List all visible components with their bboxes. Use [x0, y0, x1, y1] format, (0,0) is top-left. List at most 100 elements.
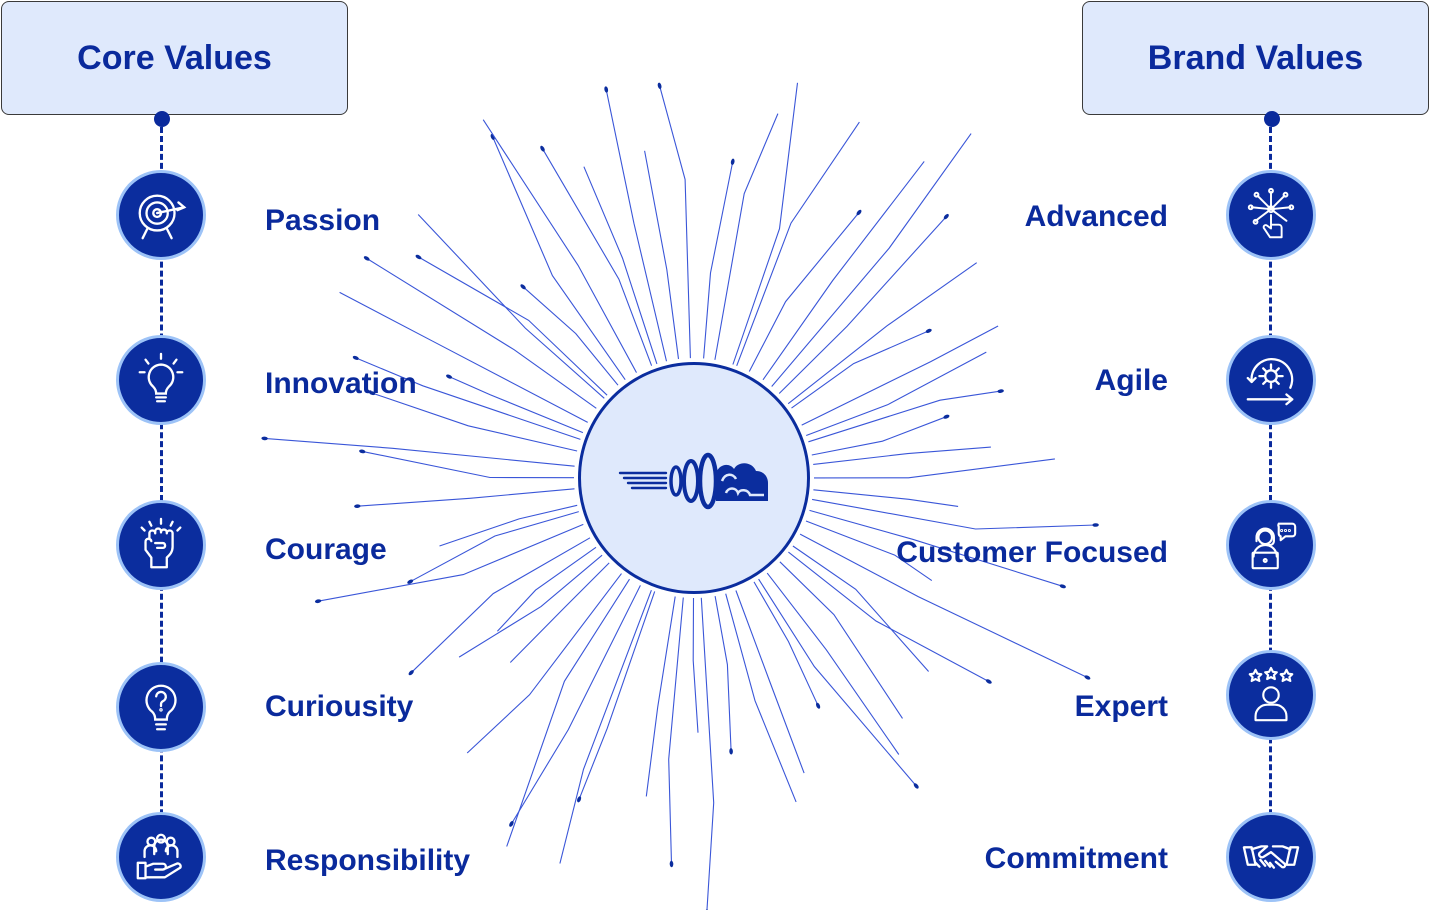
- central-hub: [578, 362, 810, 594]
- core-item-courage: Courage: [265, 533, 387, 566]
- circuit-ray: [509, 562, 610, 663]
- brand-values-title: Brand Values: [1147, 38, 1364, 77]
- brand-item-advanced: Advanced: [1024, 200, 1168, 233]
- circuit-ray: [788, 551, 990, 682]
- circuit-node: [985, 679, 992, 684]
- circuit-ray: [766, 572, 900, 755]
- raised-fist-icon: [116, 500, 206, 590]
- circuit-ray: [801, 325, 999, 426]
- circuit-ray: [725, 593, 797, 803]
- circuit-node: [730, 158, 735, 165]
- circuit-ray: [510, 585, 641, 825]
- circuit-ray: [791, 330, 929, 409]
- circuit-ray: [372, 392, 578, 452]
- target-icon: [116, 170, 206, 260]
- rated-person-icon: [1226, 650, 1316, 740]
- circuit-node: [509, 821, 514, 827]
- core-item-innovation: Innovation: [265, 367, 417, 400]
- circuit-ray: [339, 291, 588, 423]
- hand-holding-people-icon: [116, 812, 206, 902]
- circuit-ray: [418, 256, 608, 396]
- circuit-ray: [813, 489, 959, 507]
- circuit-ray: [264, 437, 575, 467]
- core-item-passion: Passion: [265, 204, 381, 237]
- circuit-ray: [439, 504, 578, 547]
- circuit-ray: [496, 546, 597, 632]
- circuit-ray: [355, 357, 581, 440]
- lightbulb-icon: [116, 335, 206, 425]
- circuit-ray: [812, 498, 1096, 530]
- touch-network-icon: [1226, 170, 1316, 260]
- circuit-node: [1084, 675, 1091, 680]
- support-agent-icon: [1226, 500, 1316, 590]
- circuit-ray: [417, 214, 605, 399]
- circuit-node: [669, 860, 674, 868]
- circuit-node: [997, 389, 1004, 393]
- gear-cycle-icon: [1226, 335, 1316, 425]
- circuit-ray: [578, 591, 656, 800]
- core-values-title: Core Values: [77, 38, 272, 77]
- circuit-node: [925, 328, 932, 333]
- circuit-node: [520, 284, 526, 290]
- circuit-ray: [645, 596, 676, 797]
- circuit-ray: [792, 545, 930, 672]
- circuit-ray: [762, 161, 925, 381]
- circuit-ray: [506, 578, 630, 847]
- speed-cloud-logo-icon: [618, 452, 768, 510]
- circuit-ray: [362, 450, 575, 479]
- circuit-node: [657, 82, 662, 89]
- circuit-node: [943, 414, 950, 419]
- circuit-ray: [559, 590, 652, 864]
- brand-values-header: Brand Values: [1082, 1, 1429, 115]
- circuit-ray: [583, 166, 658, 365]
- circuit-ray: [482, 119, 637, 373]
- circuit-ray: [813, 446, 991, 465]
- circuit-ray: [644, 150, 680, 360]
- circuit-ray: [813, 458, 1055, 479]
- brand-item-agile: Agile: [1094, 364, 1168, 397]
- circuit-node: [913, 783, 919, 789]
- circuit-ray: [659, 85, 691, 359]
- circuit-ray: [448, 376, 584, 434]
- circuit-node: [352, 355, 359, 360]
- circuit-node: [1059, 584, 1066, 589]
- circuit-ray: [799, 533, 1088, 678]
- circuit-node: [369, 391, 376, 396]
- circuit-node: [604, 86, 609, 93]
- circuit-node: [261, 436, 268, 441]
- circuit-ray: [700, 597, 715, 910]
- circuit-ray: [787, 262, 978, 405]
- circuit-ray: [703, 161, 734, 359]
- handshake-icon: [1226, 812, 1316, 902]
- circuit-ray: [809, 509, 1063, 587]
- circuit-ray: [811, 416, 947, 456]
- circuit-ray: [735, 590, 805, 774]
- circuit-ray: [779, 561, 903, 719]
- circuit-node: [815, 702, 821, 709]
- circuit-ray: [492, 136, 626, 381]
- circuit-node: [943, 213, 949, 220]
- circuit-ray: [522, 286, 619, 386]
- circuit-ray: [466, 573, 622, 754]
- circuit-ray: [771, 133, 972, 387]
- circuit-ray: [668, 597, 684, 865]
- question-bulb-icon: [116, 662, 206, 752]
- circuit-ray: [458, 554, 603, 658]
- circuit-ray: [318, 523, 584, 602]
- circuit-ray: [806, 351, 987, 437]
- brand-connector-dot: [1264, 111, 1280, 127]
- brand-item-commitment: Commitment: [984, 842, 1168, 875]
- core-connector-dot: [154, 111, 170, 127]
- circuit-ray: [753, 581, 819, 706]
- circuit-ray: [805, 520, 933, 582]
- circuit-node: [408, 670, 414, 676]
- circuit-ray: [692, 597, 699, 733]
- circuit-node: [407, 579, 414, 584]
- circuit-ray: [542, 148, 653, 366]
- circuit-ray: [366, 257, 597, 409]
- brand-item-expert: Expert: [1074, 690, 1168, 723]
- circuit-ray: [605, 89, 668, 362]
- circuit-ray: [714, 113, 779, 360]
- core-values-header: Core Values: [1, 1, 348, 115]
- circuit-ray: [778, 216, 947, 394]
